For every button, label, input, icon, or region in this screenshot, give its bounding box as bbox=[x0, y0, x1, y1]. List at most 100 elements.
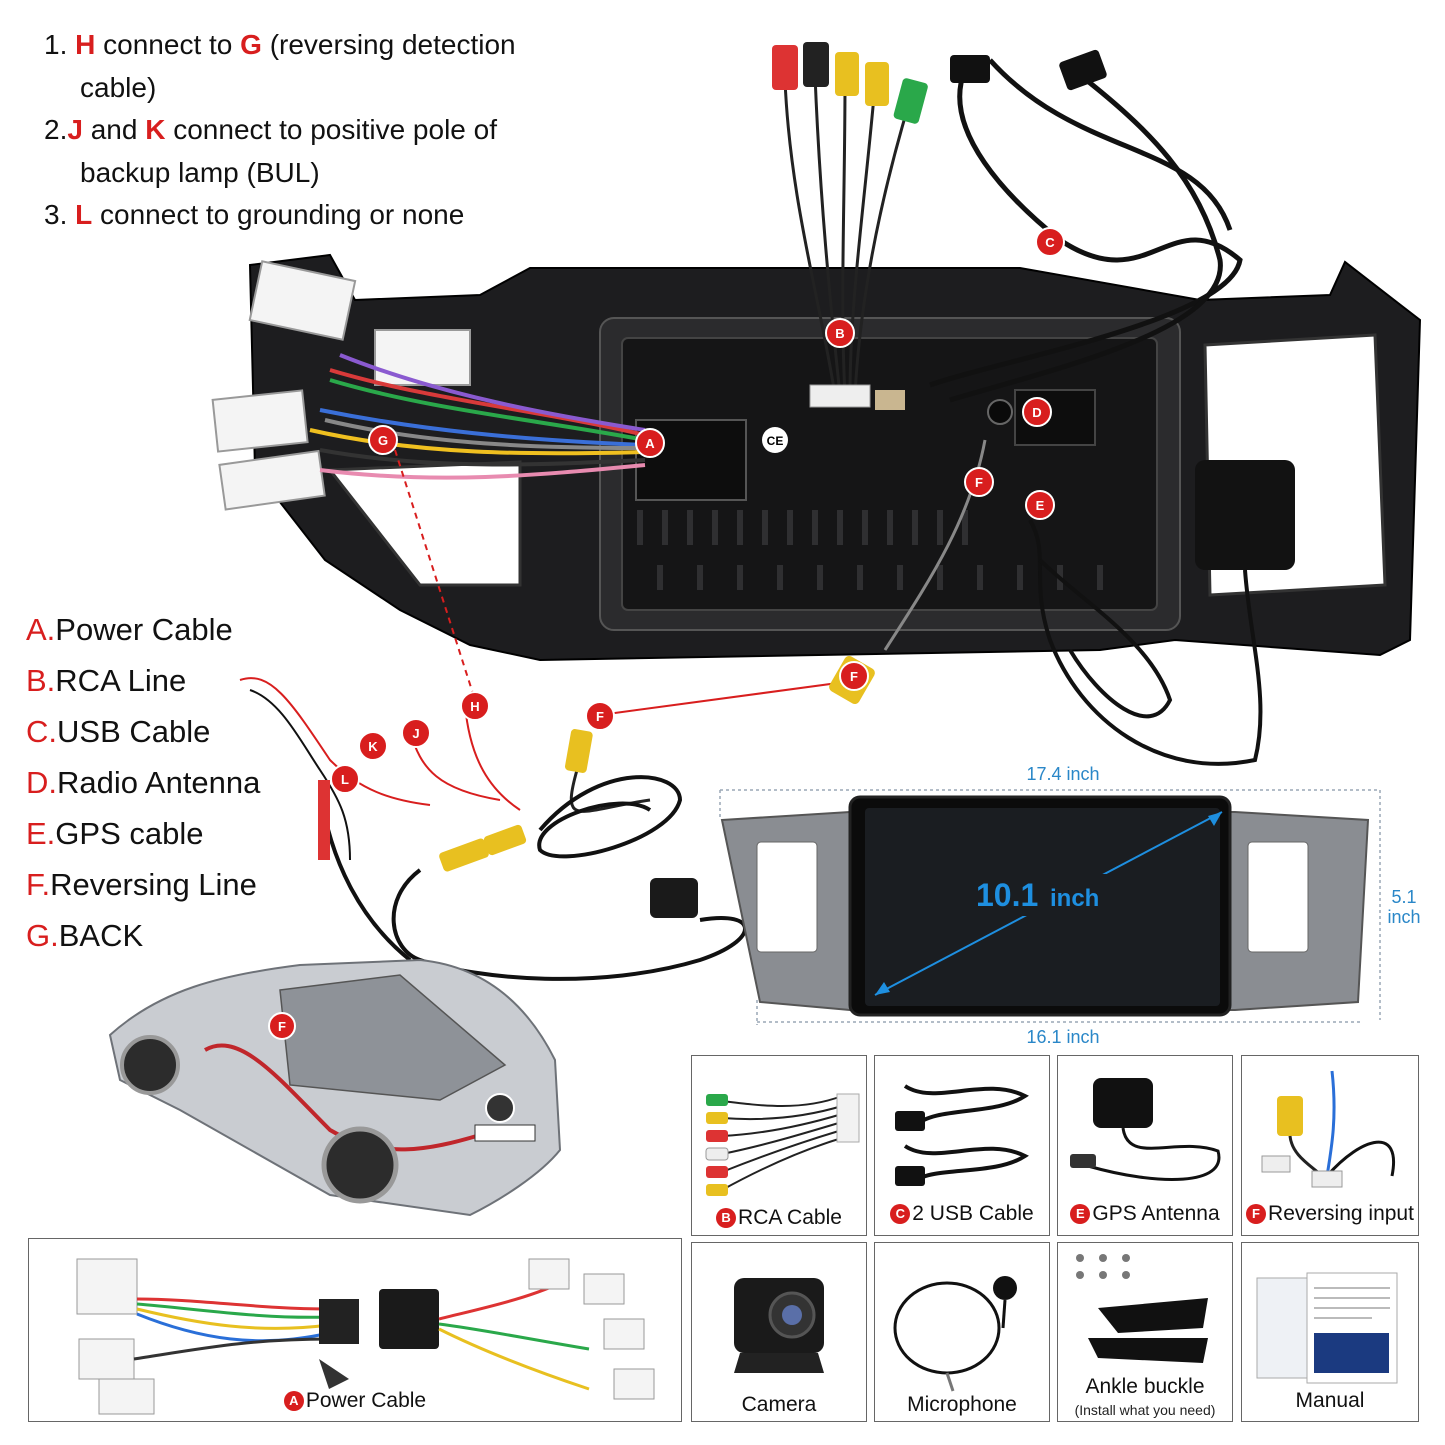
instruction-text: connect to bbox=[95, 29, 241, 60]
gps-antenna bbox=[1028, 460, 1295, 766]
badge-c-icon: C bbox=[890, 1204, 911, 1224]
badge-h: H bbox=[460, 691, 490, 721]
instruction-text: connect to positive pole of bbox=[165, 114, 497, 145]
height-unit-label: inch bbox=[1387, 907, 1420, 927]
accessory-camera: Camera bbox=[691, 1242, 867, 1422]
car-illustration: F bbox=[108, 958, 562, 1217]
usb-cables bbox=[929, 58, 1243, 403]
instruction-text: connect to grounding or none bbox=[92, 199, 465, 230]
instruction-letter: K bbox=[145, 114, 166, 145]
accessory-caption: Camera bbox=[741, 1393, 817, 1416]
badge-g: G bbox=[368, 425, 398, 455]
instruction-2: 2.J and K connect to positive pole of bbox=[44, 109, 644, 152]
legend-item-rca-line: B.RCA Line bbox=[26, 663, 187, 698]
accessory-manual: Manual bbox=[1241, 1242, 1419, 1422]
height-value-label: 5.1 bbox=[1391, 887, 1416, 907]
power-harness-connectors bbox=[211, 260, 471, 511]
rca-bundle bbox=[783, 74, 912, 396]
svg-text:C: C bbox=[1045, 235, 1055, 250]
instruction-number: 3. bbox=[44, 199, 76, 230]
badge-e: E bbox=[1025, 490, 1055, 520]
legend-item-gps-cable: E.GPS cable bbox=[26, 816, 204, 851]
badge-d: D bbox=[1022, 397, 1052, 427]
rca-cable-icon bbox=[705, 1093, 860, 1196]
legend-item-reversing-line: F.Reversing Line bbox=[26, 867, 257, 902]
antenna-socket bbox=[987, 399, 1013, 425]
badge-c: C bbox=[1035, 227, 1065, 257]
legend-item-back: G.BACK bbox=[26, 918, 144, 953]
badge-f-icon: F bbox=[1246, 1204, 1267, 1224]
camera-icon bbox=[734, 1278, 824, 1373]
badge-a-icon: A bbox=[283, 1391, 304, 1411]
svg-text:F: F bbox=[278, 1019, 286, 1034]
svg-text:F: F bbox=[975, 475, 983, 490]
accessory-caption: Manual bbox=[1295, 1389, 1365, 1412]
legend-item-radio-antenna: D.Radio Antenna bbox=[26, 765, 261, 800]
red-wire-plug bbox=[318, 780, 330, 860]
instruction-letter: H bbox=[75, 29, 96, 60]
reversing-input-icon bbox=[1261, 1070, 1395, 1188]
badge-b-icon: B bbox=[716, 1208, 737, 1228]
badge-f-panel: F bbox=[964, 467, 994, 497]
svg-text:J: J bbox=[412, 726, 419, 741]
instruction-1: 1. H connect to G (reversing detection bbox=[44, 24, 644, 67]
accessory-subcaption: (Install what you need) bbox=[1074, 1402, 1216, 1418]
svg-text:F: F bbox=[850, 669, 858, 684]
instruction-text: and bbox=[82, 114, 146, 145]
camera-body bbox=[650, 878, 698, 918]
svg-text:E: E bbox=[1036, 498, 1045, 513]
svg-text:H: H bbox=[470, 699, 479, 714]
instruction-text: (reversing detection bbox=[261, 29, 516, 60]
ce-mark bbox=[762, 427, 788, 453]
badge-f-plug: F bbox=[839, 661, 869, 691]
badge-b: B bbox=[825, 318, 855, 348]
power-cable-icon bbox=[76, 1258, 655, 1415]
head-unit: 10.1 inch bbox=[720, 795, 1370, 1017]
gps-antenna-icon bbox=[1070, 1078, 1221, 1182]
instruction-number: 2. bbox=[44, 114, 68, 145]
badge-a: A bbox=[635, 428, 665, 458]
svg-text:F: F bbox=[596, 709, 604, 724]
instruction-letter: L bbox=[75, 199, 93, 230]
width-bottom-label: 16.1 inch bbox=[1026, 1027, 1099, 1047]
badge-f-car: F bbox=[268, 1012, 296, 1040]
instructions: 1. H connect to G (reversing detection c… bbox=[44, 24, 644, 237]
badge-f-line: F bbox=[585, 701, 615, 731]
usb-cable-icon bbox=[895, 1084, 1029, 1186]
vent-slots bbox=[637, 510, 1103, 590]
svg-text:A: A bbox=[645, 436, 655, 451]
power-harness-wires bbox=[309, 353, 646, 480]
instruction-1-continued: cable) bbox=[80, 71, 157, 103]
cable-legend: A.Power Cable B.RCA Line C.USB Cable D.R… bbox=[26, 604, 260, 961]
dashboard-frame: CE bbox=[248, 253, 1422, 662]
screen-size-value: 10.1 bbox=[976, 877, 1038, 913]
svg-text:K: K bbox=[368, 739, 378, 754]
badge-e-icon: E bbox=[1070, 1204, 1091, 1224]
accessory-caption: Ankle buckle bbox=[1085, 1375, 1205, 1398]
instruction-3: 3. L connect to grounding or none bbox=[44, 194, 644, 237]
badge-k: K bbox=[358, 731, 388, 761]
badge-j: J bbox=[401, 718, 431, 748]
instruction-2-continued: backup lamp (BUL) bbox=[80, 156, 320, 188]
svg-text:G: G bbox=[378, 433, 388, 448]
microphone-icon bbox=[893, 1276, 1017, 1392]
legend-item-usb-cable: C.USB Cable bbox=[26, 714, 211, 749]
screen-size-unit: inch bbox=[1050, 885, 1099, 912]
instruction-letter: G bbox=[240, 29, 262, 60]
manual-icon bbox=[1256, 1272, 1398, 1384]
accessory-microphone: Microphone bbox=[874, 1242, 1050, 1422]
backup-lamp-wires bbox=[239, 677, 521, 861]
ce-label: CE bbox=[767, 434, 784, 448]
badge-l: L bbox=[330, 764, 360, 794]
accessory-caption: Microphone bbox=[907, 1393, 1017, 1416]
accessory-ankle-buckle: Ankle buckle (Install what you need) bbox=[1057, 1242, 1233, 1422]
